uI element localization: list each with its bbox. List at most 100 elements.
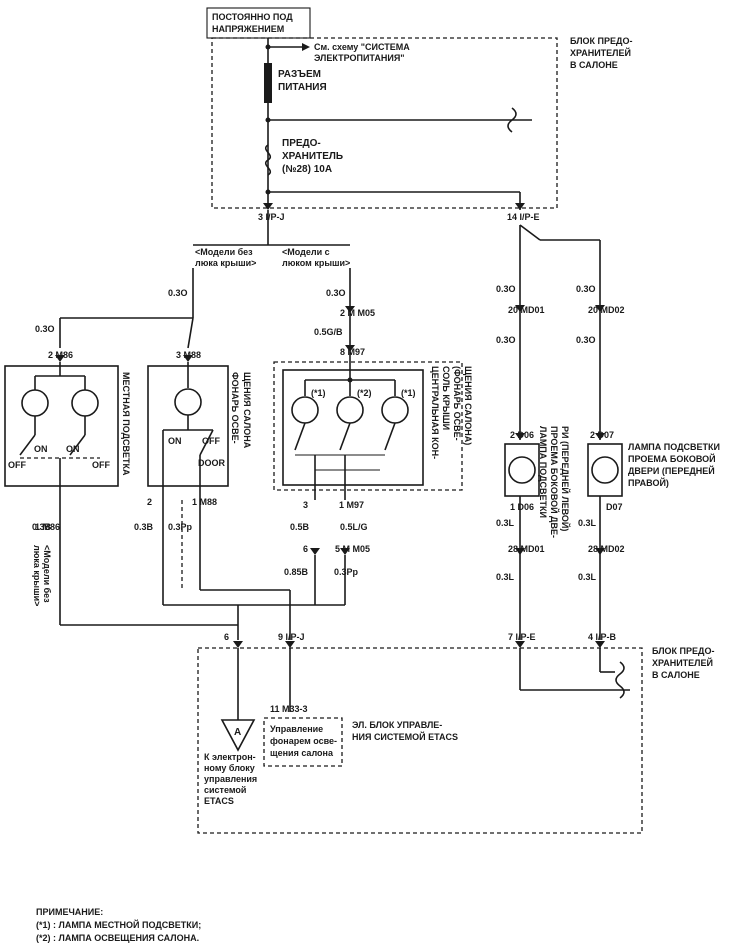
connector-arrow-icon: [310, 548, 320, 555]
connector-arrow-icon: [55, 355, 65, 362]
lamp-mark-2: (*2): [357, 388, 372, 398]
etacs-fuse-block: [197, 647, 643, 834]
wire-03l-c: 0.3L: [496, 572, 515, 582]
door-lamp-right-unit: [587, 443, 623, 497]
models-without-sunroof-v2: люка крыши>: [32, 545, 42, 606]
see-scheme-label-2: ЭЛЕКТРОПИТАНИЯ": [314, 53, 405, 63]
etacs-control-box: [263, 717, 343, 767]
connector-4-jp-b: 4 I/P-B: [588, 632, 617, 642]
connector-1-d06: 1 D06: [510, 502, 534, 512]
connector-3-m88: 3 M88: [176, 350, 201, 360]
wire-03o-b: 0.3O: [35, 324, 55, 334]
fuse-block-bottom-label-3: В САЛОНЕ: [652, 670, 700, 680]
connector-arrow-icon: [595, 548, 605, 555]
console-lamp-label-4: ЩЕНИЯ САЛОНА): [463, 366, 473, 445]
wire-03l-a: 0.3L: [496, 518, 515, 528]
wire-05lg: 0.5L/G: [340, 522, 368, 532]
console-lamp-unit: [282, 369, 424, 486]
connector-arrow-icon: [515, 548, 525, 555]
switch-door: DOOR: [198, 458, 226, 468]
ground-a-icon: [220, 719, 256, 752]
wire-03l-d: 0.3L: [578, 572, 597, 582]
door-lamp-right-label-3: ДВЕРИ (ПЕРЕДНЕЙ: [628, 465, 715, 476]
note-title: ПРИМЕЧАНИЕ:: [36, 907, 103, 917]
connector-20-md02: 20 MD02: [588, 305, 625, 315]
connector-28-md01: 28 MD01: [508, 544, 545, 554]
to-etacs-3: управления: [204, 774, 257, 784]
console-lamp-label-1: ЦЕНТРАЛЬНАЯ КОН-: [430, 366, 440, 459]
console-lamp-label-3: (ФОНАРЬ ОСВЕ-: [452, 366, 462, 441]
constant-power-box: [206, 7, 311, 39]
etacs-control-label-2: фонарем осве-: [270, 736, 337, 746]
connector-5-mm05: 5 M M05: [335, 544, 370, 554]
fuse-block-top: [211, 37, 558, 209]
door-lamp-right-label-2: ПРОЕМА БОКОВОЙ: [628, 453, 716, 464]
connector-6-jp: 6: [224, 632, 229, 642]
switch-on-3: ON: [168, 436, 182, 446]
connector-2-d07: 2 D07: [590, 430, 614, 440]
models-without-sunroof-2: люка крыши>: [195, 258, 256, 268]
wire-03pp: 0.3Pp: [168, 522, 193, 532]
ground-a-label: A: [234, 727, 241, 738]
fuse-block-bottom-label-1: БЛОК ПРЕДО-: [652, 646, 714, 656]
wire-break-icon: [615, 661, 625, 699]
fuse-block-bottom-label-2: ХРАНИТЕЛЕЙ: [652, 657, 713, 668]
connector-11-m33: 11 M33-3: [270, 704, 308, 714]
fuse-block-top-label-2: ХРАНИТЕЛЕЙ: [570, 47, 631, 58]
note-2: (*2) : ЛАМПА ОСВЕЩЕНИЯ САЛОНА.: [36, 933, 199, 943]
lamp-icon: [71, 389, 99, 417]
switch-on-1: ON: [34, 444, 48, 454]
lamp-mark-1b: (*1): [401, 388, 416, 398]
to-etacs-4: системой: [204, 785, 246, 795]
connector-20-md01: 20 MD01: [508, 305, 545, 315]
constant-power-label-1: ПОСТОЯННО ПОД: [212, 12, 293, 22]
door-lamp-right-label-4: ПРАВОЙ): [628, 477, 669, 488]
connector-d07: D07: [606, 502, 623, 512]
constant-power-label-2: НАПРЯЖЕНИЕМ: [212, 24, 284, 34]
wire-03l-b: 0.3L: [578, 518, 597, 528]
console-lamp-label-2: СОЛЬ КРЫШИ: [441, 366, 451, 430]
wire-085b: 0.85B: [284, 567, 309, 577]
door-lamp-left-unit: [504, 443, 540, 497]
connector-arrow-icon: [595, 433, 605, 440]
connector-arrow-icon: [595, 305, 605, 312]
connector-arrow-icon: [263, 203, 273, 210]
connector-arrow-icon: [515, 433, 525, 440]
connector-3-m97: 3: [303, 500, 308, 510]
fuse-label-3: (№28) 10А: [282, 164, 332, 175]
connector-arrow-icon: [515, 305, 525, 312]
connector-arrow-icon: [515, 203, 525, 210]
interior-lamp-label-2: ЩЕНИЯ САЛОНА: [242, 372, 252, 449]
lamp-mark-1a: (*1): [311, 388, 326, 398]
door-lamp-left-label-3: РИ (ПЕРЕДНЕЙ ЛЕВОЙ): [560, 426, 571, 531]
door-lamp-left-label-1: ЛАМПА ПОДСВЕТКИ: [538, 426, 548, 518]
switch-off-3: OFF: [202, 436, 220, 446]
models-without-sunroof-1: <Модели без: [195, 247, 253, 257]
lamp-icon: [21, 389, 49, 417]
note-1: (*1) : ЛАМПА МЕСТНОЙ ПОДСВЕТКИ;: [36, 919, 201, 930]
connector-arrow-icon: [285, 641, 295, 648]
etacs-unit-label-1: ЭЛ. БЛОК УПРАВЛЕ-: [352, 720, 442, 730]
lamp-icon: [508, 456, 536, 484]
wire-break-icon: [507, 107, 532, 133]
door-lamp-left-label-2: ПРОЕМА БОКОВОЙ ДВЕ-: [549, 426, 560, 538]
connector-2-m88-b: 2: [147, 497, 152, 507]
to-etacs-5: ETACS: [204, 796, 234, 806]
local-light-label: МЕСТНАЯ ПОДСВЕТКА: [121, 372, 131, 476]
wire-03pp-b: 0.3Pp: [334, 567, 359, 577]
switch-off-2: OFF: [92, 460, 110, 470]
models-with-sunroof-1: <Модели с: [282, 247, 330, 257]
connector-1-m86: 1 M86: [35, 522, 60, 532]
power-connector-icon: [264, 63, 272, 103]
lamp-icon: [174, 388, 202, 416]
etacs-unit-label-2: НИЯ СИСТЕМОЙ ETACS: [352, 731, 458, 742]
connector-3-jp-j: 3 I/P-J: [258, 212, 285, 222]
wire-03o-d: 0.3O: [496, 284, 516, 294]
connector-9-jp-j: 9 I/P-J: [278, 632, 305, 642]
connector-8-m97: 8 M97: [340, 347, 365, 357]
wire-03b-b: 0.3B: [134, 522, 154, 532]
fuse-label-2: ХРАНИТЕЛЬ: [282, 151, 343, 162]
switch-off-1: OFF: [8, 460, 26, 470]
wire-03o-f: 0.3O: [496, 335, 516, 345]
